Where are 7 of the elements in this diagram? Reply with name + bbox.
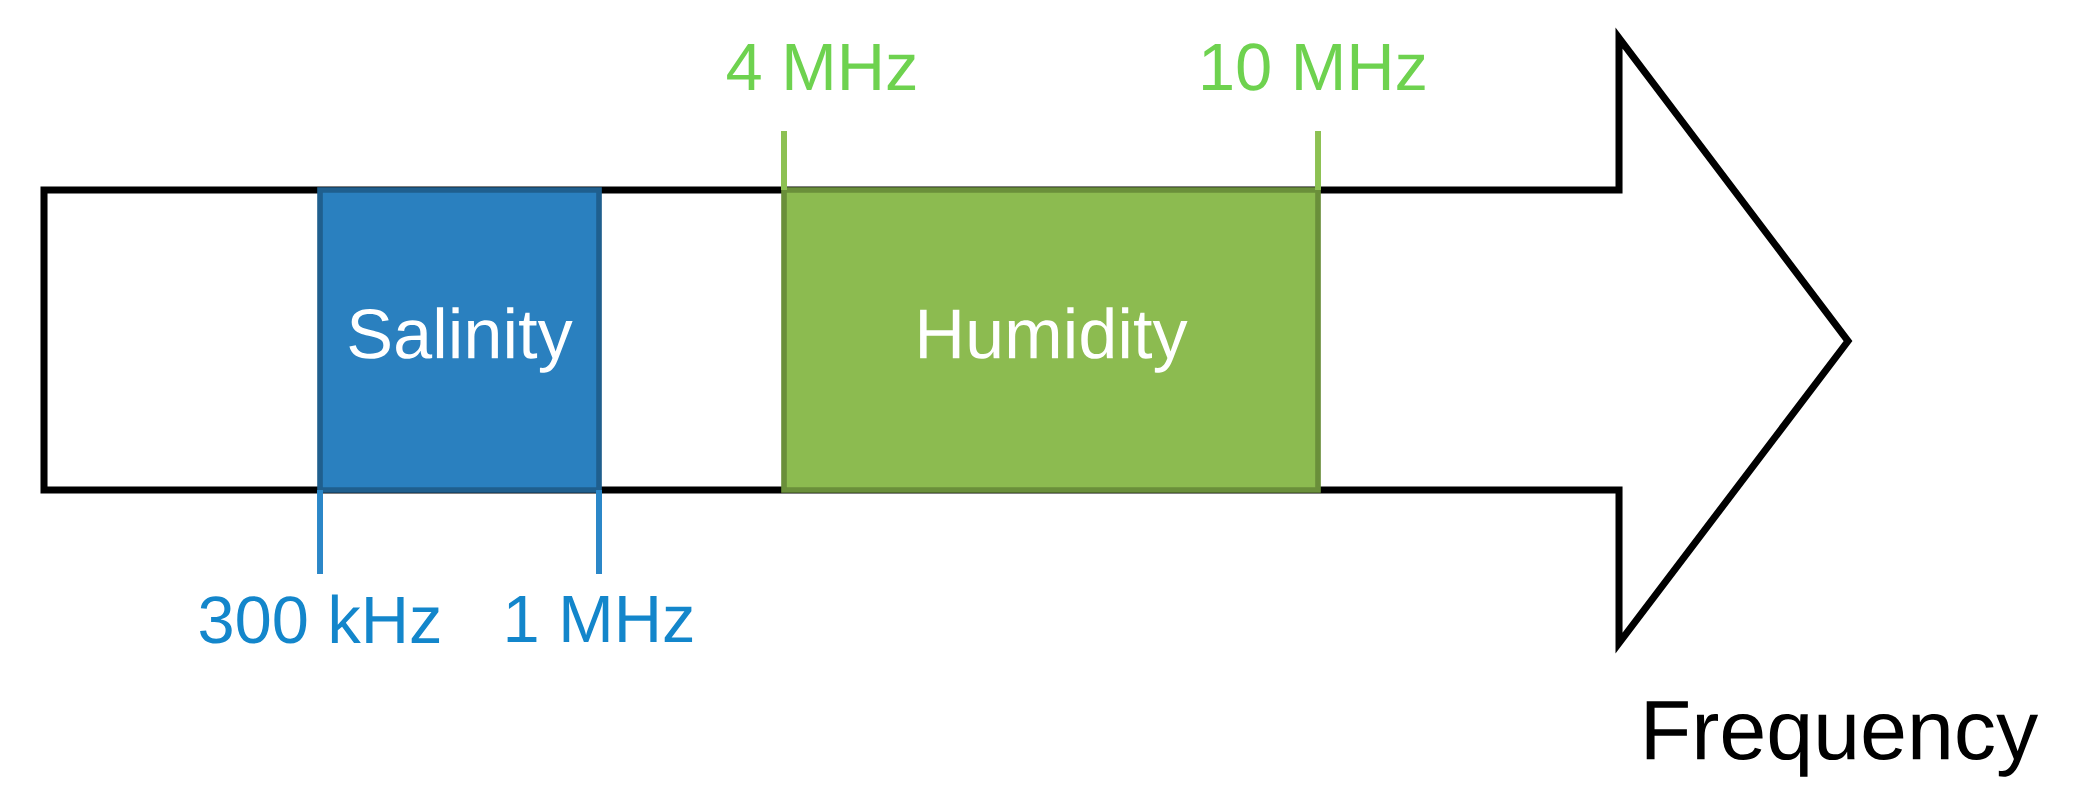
frequency-label: 10 MHz — [1203, 43, 1425, 91]
frequency-label: 300 kHz — [200, 594, 440, 644]
band-box: Salinity — [317, 187, 602, 493]
frequency-label: 1 MHz — [507, 596, 693, 642]
axis-label: Frequency — [1646, 701, 2039, 777]
band-box: Humidity — [781, 187, 1321, 493]
frequency-label: 4 MHz — [727, 44, 916, 90]
